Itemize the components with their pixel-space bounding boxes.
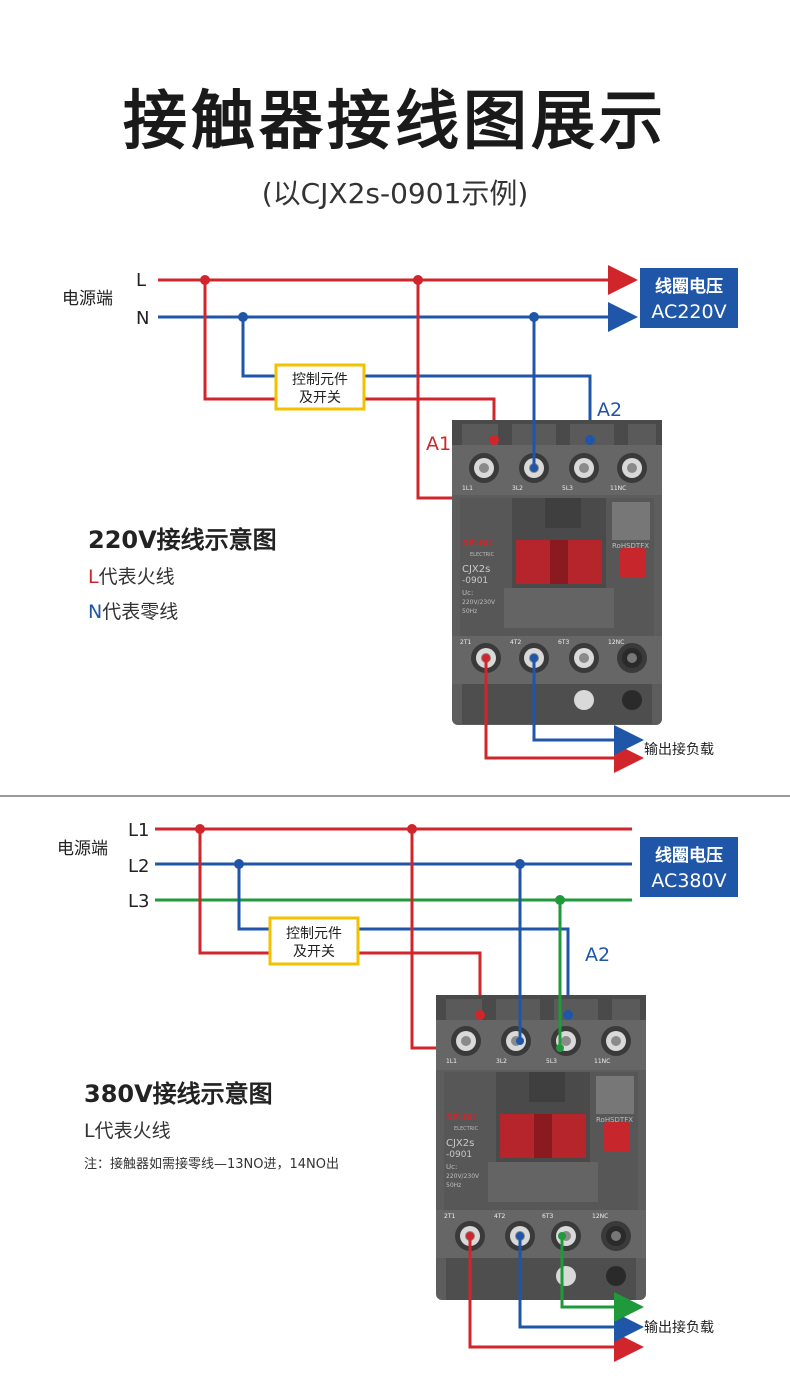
wire-L-to-1L1 [416, 280, 452, 500]
wire-to-A2-2 [358, 927, 570, 1015]
control-switch-box [274, 363, 366, 411]
wire-control-blue [241, 317, 276, 378]
svg-text:ELECTRIC: ELECTRIC [470, 552, 495, 558]
heading-380v: 380V接线示意图 [84, 1080, 273, 1108]
neutral-wiring-note: 注：接触器如需接零线—13NO进，14NO出 [84, 1157, 339, 1172]
svg-text:AC380V: AC380V [651, 870, 726, 892]
svg-text:DELIXI: DELIXI [446, 1113, 475, 1122]
output-wire-blue-2 [518, 1236, 644, 1342]
svg-text:5L3: 5L3 [546, 1058, 557, 1065]
line-L3-label: L3 [128, 891, 149, 912]
wire-L1-to-1L1 [410, 829, 436, 1050]
svg-text:50Hz: 50Hz [462, 608, 477, 615]
svg-text:ELECTRIC: ELECTRIC [454, 1126, 479, 1132]
line-N-label: N [136, 308, 149, 329]
line-L2-label: L2 [128, 856, 149, 877]
line-L-label: L [136, 270, 146, 291]
legend-N: N代表零线 [88, 601, 179, 623]
coil-voltage-badge-2 [640, 837, 738, 897]
coil-voltage-title: 线圈电压 [655, 276, 723, 297]
control-switch-box-2 [268, 916, 360, 966]
power-source-label: 电源端 [62, 289, 113, 309]
output-wire-blue [532, 658, 644, 755]
wiring-diagram-220v: 电源端 L N 控制元件 及开关 线圈电压 AC220V A1 A2 1L1 [62, 265, 738, 773]
output-load-label: 输出接负载 [644, 741, 714, 758]
wire-to-A1-2 [358, 951, 482, 1015]
brand-logo: DELIXI [462, 539, 491, 548]
svg-text:11NC: 11NC [610, 485, 626, 492]
output-wire-green-2 [560, 1236, 644, 1322]
svg-text:-0901: -0901 [462, 576, 488, 586]
svg-text:RoHSDTFX: RoHSDTFX [612, 542, 649, 550]
svg-text:3L2: 3L2 [496, 1058, 507, 1065]
terminal-A2-label: A2 [597, 399, 622, 421]
wire-to-A2 [364, 374, 592, 440]
svg-text:Uc:: Uc: [462, 589, 473, 597]
svg-text:6T3: 6T3 [542, 1213, 553, 1220]
heading-220v: 220V接线示意图 [88, 526, 277, 554]
svg-text:11NC: 11NC [594, 1058, 610, 1065]
contactor-device: 1L1 3L2 5L3 11NC DELIXI ELECTRIC CJX2s -… [452, 420, 662, 725]
svg-text:5L3: 5L3 [562, 485, 573, 492]
svg-text:控制元件: 控制元件 [286, 926, 342, 942]
terminal-A2-label-2: A2 [585, 944, 610, 966]
svg-text:CJX2s: CJX2s [446, 1138, 474, 1149]
svg-text:6T3: 6T3 [558, 639, 569, 646]
svg-text:及开关: 及开关 [293, 944, 335, 960]
svg-text:1L1: 1L1 [446, 1058, 457, 1065]
control-box-line2: 及开关 [299, 390, 341, 406]
legend-L-2: L代表火线 [84, 1120, 171, 1142]
section-divider [0, 795, 790, 797]
output-wire-red [484, 658, 644, 773]
svg-text:CJX2s: CJX2s [462, 564, 490, 575]
coil-voltage-badge [640, 268, 738, 328]
svg-text:12NC: 12NC [608, 639, 624, 646]
svg-text:2T1: 2T1 [444, 1213, 455, 1220]
coil-voltage-value: AC220V [651, 301, 726, 323]
page-subtitle: (以CJX2s-0901示例) [261, 177, 529, 210]
terminal-A1-label: A1 [426, 433, 451, 455]
wire-control-red-2 [198, 829, 270, 955]
legend-L: L代表火线 [88, 566, 175, 588]
output-load-label-2: 输出接负载 [644, 1319, 714, 1336]
svg-text:220V/230V: 220V/230V [462, 599, 496, 606]
line-L1-label: L1 [128, 820, 149, 841]
contactor-device-2: 1L1 3L2 5L3 11NC DELIXI ELECTRIC CJX2s -… [436, 995, 646, 1300]
svg-text:1L1: 1L1 [462, 485, 473, 492]
wire-control-blue-2 [237, 864, 270, 931]
svg-text:线圈电压: 线圈电压 [655, 845, 723, 866]
output-wire-red-2 [468, 1236, 644, 1362]
svg-text:RoHSDTFX: RoHSDTFX [596, 1116, 633, 1124]
svg-text:50Hz: 50Hz [446, 1182, 461, 1189]
svg-text:2T1: 2T1 [460, 639, 471, 646]
svg-text:220V/230V: 220V/230V [446, 1173, 480, 1180]
control-box-line1: 控制元件 [292, 372, 348, 388]
power-source-label-2: 电源端 [57, 839, 108, 859]
svg-text:4T2: 4T2 [510, 639, 521, 646]
svg-text:Uc:: Uc: [446, 1163, 457, 1171]
svg-text:12NC: 12NC [592, 1213, 608, 1220]
page-title: 接触器接线图展示 [123, 85, 667, 159]
svg-text:3L2: 3L2 [512, 485, 523, 492]
svg-text:-0901: -0901 [446, 1150, 472, 1160]
wire-control-red [203, 280, 276, 401]
svg-text:4T2: 4T2 [494, 1213, 505, 1220]
